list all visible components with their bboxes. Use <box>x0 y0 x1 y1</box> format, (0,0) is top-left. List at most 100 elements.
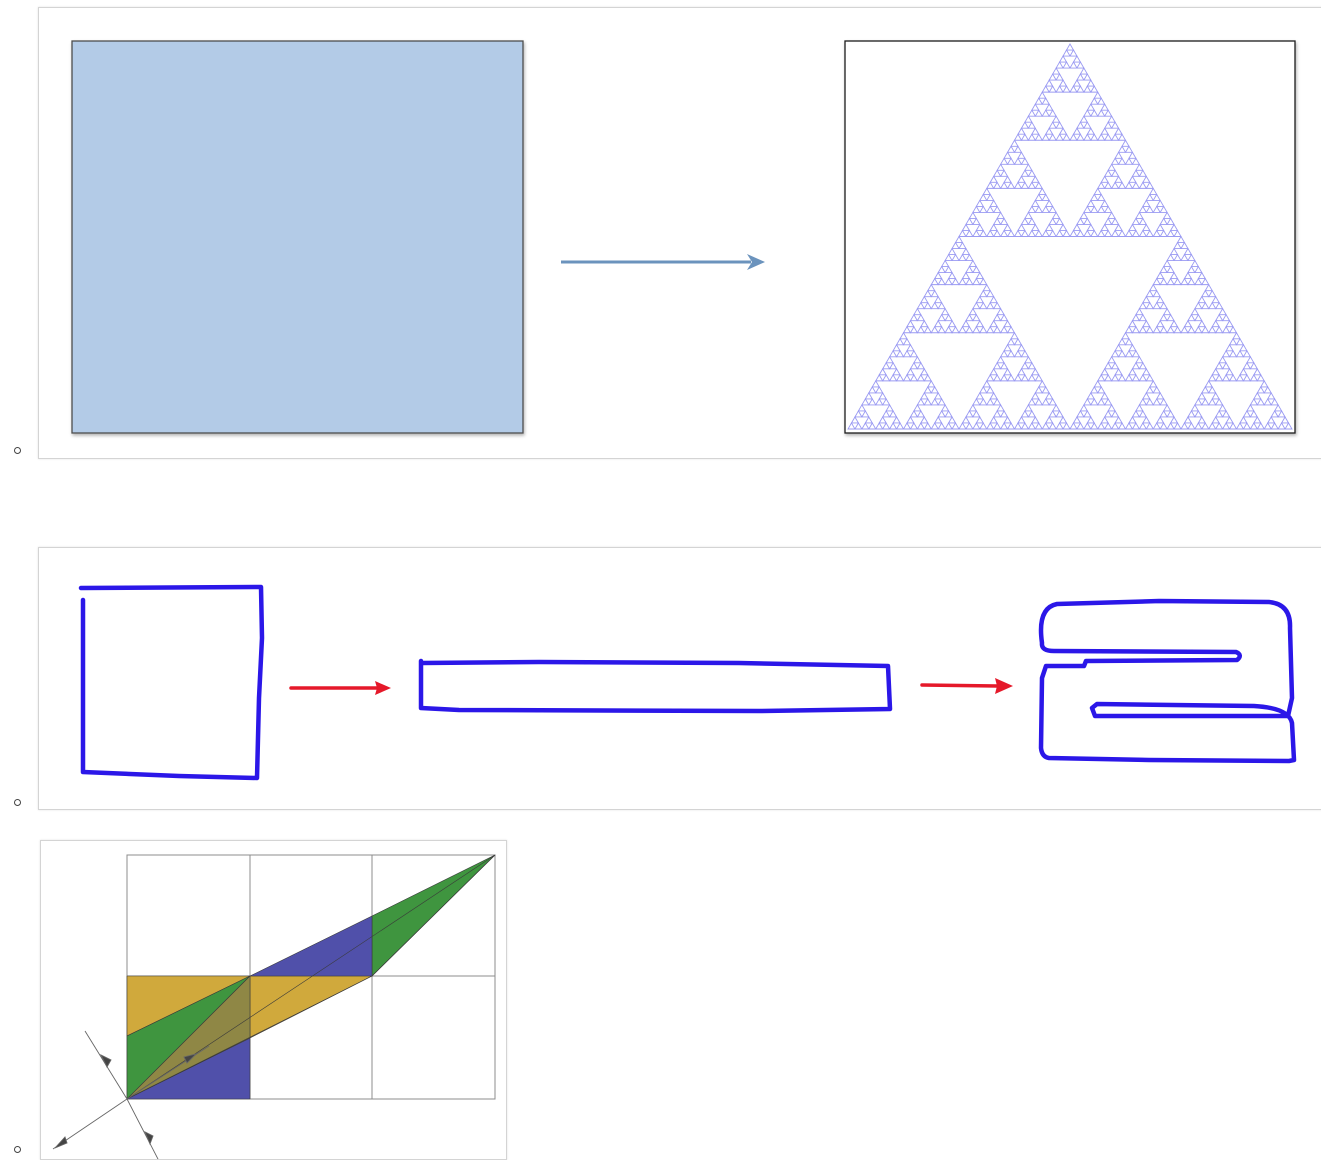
sierpinski-cell <box>1124 373 1134 382</box>
sierpinski-cell <box>1221 422 1231 430</box>
sierpinski-cell <box>1135 355 1144 364</box>
sierpinski-cell <box>1083 121 1092 129</box>
sierpinski-cell <box>1079 115 1089 123</box>
sierpinski-cell <box>944 422 953 430</box>
sierpinski-cell <box>930 325 939 334</box>
sierpinski-cell <box>916 325 926 334</box>
stretched-strip <box>418 658 893 714</box>
sierpinski-cell <box>1048 398 1057 406</box>
sierpinski-cell <box>1048 73 1057 81</box>
sierpinski-cell <box>1159 313 1168 322</box>
sierpinski-cell <box>861 422 870 430</box>
sierpinski-cell <box>1131 349 1141 358</box>
sierpinski-cell <box>1176 235 1186 243</box>
sierpinski-cell <box>1031 199 1040 207</box>
sierpinski-cell <box>1051 404 1061 412</box>
sierpinski-cell <box>989 295 998 304</box>
sierpinski-cell <box>1017 175 1026 183</box>
sierpinski-cell <box>979 289 988 298</box>
sierpinski-cell <box>1149 187 1158 195</box>
sierpinski-cell <box>989 175 998 183</box>
sierpinski-cell <box>1013 337 1023 346</box>
sierpinski-cell <box>1270 422 1279 430</box>
sierpinski-cell <box>1117 157 1127 165</box>
source-square <box>71 40 524 434</box>
sierpinski-cell <box>1152 229 1161 237</box>
sierpinski-cell <box>1079 67 1089 75</box>
sierpinski-cell <box>1117 349 1127 358</box>
sierpinski-cell <box>1197 392 1207 400</box>
sierpinski-cell <box>958 325 967 334</box>
sierpinski-cell <box>1211 319 1220 328</box>
sierpinski-cell <box>920 295 929 304</box>
sierpinski-cell <box>1207 289 1217 298</box>
sierpinski-cell <box>999 157 1009 165</box>
sierpinski-cell <box>972 205 981 213</box>
sierpinski-cell <box>1183 416 1193 424</box>
sierpinski-cell <box>1041 97 1050 105</box>
sierpinski-cell <box>1017 223 1026 231</box>
list-bullet <box>14 1146 21 1153</box>
sierpinski-cell <box>1031 416 1040 424</box>
sierpinski-cell <box>1131 181 1141 189</box>
sierpinski-cell <box>1228 422 1238 430</box>
sierpinski-cell <box>871 379 880 388</box>
sierpinski-cell <box>1207 398 1217 406</box>
sierpinski-cell <box>933 392 943 400</box>
sierpinski-cell <box>947 416 957 424</box>
sierpinski-cell <box>1003 151 1012 159</box>
sierpinski-cell <box>1207 422 1217 430</box>
sierpinski-cell <box>1152 422 1161 430</box>
sierpinski-cell <box>916 422 926 430</box>
sierpinski-cell <box>1256 385 1266 394</box>
sierpinski-cell <box>1090 385 1099 394</box>
sierpinski-cell <box>1103 205 1113 213</box>
sierpinski-cell <box>1159 265 1168 274</box>
sierpinski-cell <box>1110 169 1120 177</box>
sierpinski-cell <box>1201 422 1210 430</box>
sierpinski-cell <box>1211 416 1220 424</box>
sierpinski-cell <box>1083 398 1092 406</box>
sierpinski-cell <box>937 325 946 334</box>
sierpinski-cell <box>1124 229 1134 237</box>
sierpinski-cell <box>972 265 981 274</box>
sierpinski-cell <box>1187 410 1196 418</box>
sierpinski-cell <box>992 217 1002 225</box>
sierpinski-cell <box>1145 385 1155 394</box>
sierpinski-cell <box>972 301 981 310</box>
sierpinski-cell <box>881 398 891 406</box>
sierpinski-cell <box>923 422 933 430</box>
sierpinski-cell <box>1096 229 1106 237</box>
sierpinski-cell <box>1020 157 1030 165</box>
sierpinski-cell <box>1131 157 1141 165</box>
sierpinski-cell <box>1107 355 1116 364</box>
sierpinski-cell <box>1117 133 1127 141</box>
sierpinski-cell <box>985 193 995 201</box>
sierpinski-cell <box>1083 109 1092 117</box>
sierpinski-cell <box>1103 410 1113 418</box>
sierpinski-cell <box>1117 181 1127 189</box>
sierpinski-cell <box>999 410 1009 418</box>
sierpinski-cell <box>1110 181 1120 189</box>
sierpinski-cell <box>1100 175 1109 183</box>
sierpinski-cell <box>1090 205 1099 213</box>
sierpinski-cell <box>888 349 898 358</box>
sierpinski-cell <box>1183 247 1193 255</box>
sierpinski-cell <box>1083 85 1092 93</box>
sierpinski-cell <box>861 398 870 406</box>
sierpinski-cell <box>1103 422 1113 430</box>
sierpinski-cell <box>985 325 995 334</box>
sierpinski-cell <box>1020 121 1030 129</box>
sierpinski-cell <box>1159 410 1168 418</box>
sierpinski-cell <box>1201 301 1210 310</box>
sierpinski-cell <box>972 398 981 406</box>
sierpinski-cell <box>985 229 995 237</box>
sierpinski-cell <box>1256 422 1266 430</box>
sierpinski-cell <box>989 199 998 207</box>
sierpinski-cell <box>1107 404 1116 412</box>
sierpinski-cell <box>1228 325 1238 334</box>
sierpinski-cell <box>1128 343 1137 352</box>
sierpinski-cell <box>1253 367 1262 376</box>
sierpinski-cell <box>975 271 985 280</box>
sierpinski-cell <box>1069 229 1078 237</box>
